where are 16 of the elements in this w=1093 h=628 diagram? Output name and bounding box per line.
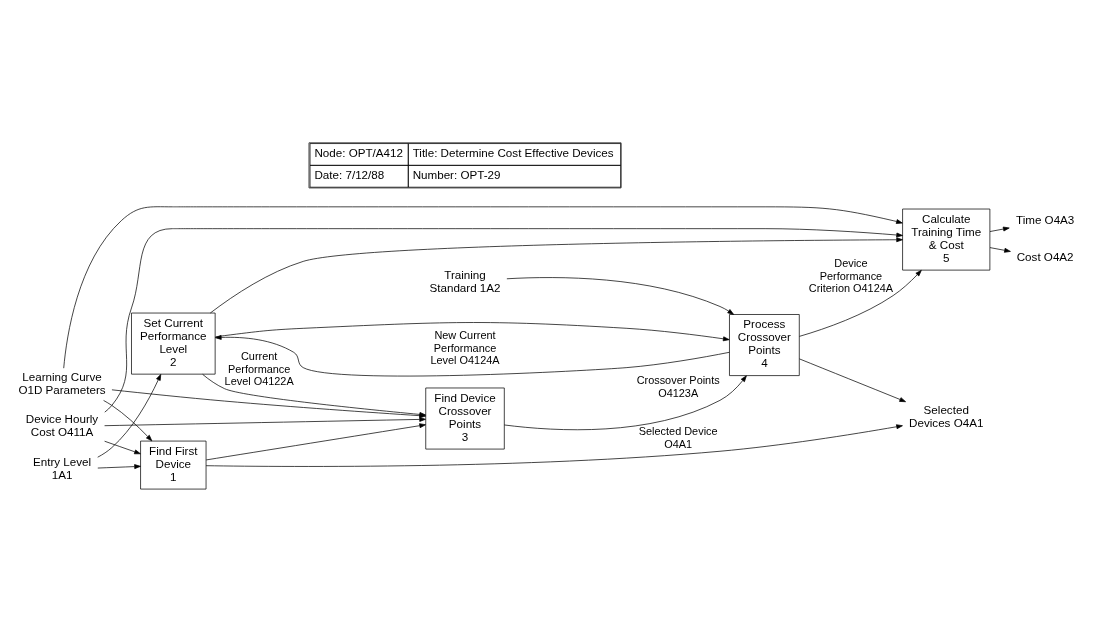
label: Node: OPT/A412 xyxy=(314,145,403,159)
label: Title: Determine Cost Effective Devices xyxy=(412,145,614,159)
edge-label: Device Performance Criterion O4124A xyxy=(808,256,894,294)
label: Date: 7/12/88 xyxy=(314,167,385,181)
node-text: Time O4A3 xyxy=(1015,212,1075,226)
edge-label: New Current Performance Level O4124A xyxy=(430,328,500,366)
edge-label: Selected Device O4A1 xyxy=(638,424,718,450)
node-text: Training Standard 1A2 xyxy=(429,267,501,294)
node-text: Selected Devices O4A1 xyxy=(909,402,984,429)
node-text: Entry Level 1A1 xyxy=(32,454,92,481)
node-text: Cost O4A2 xyxy=(1016,249,1074,263)
label: Number: OPT-29 xyxy=(412,167,501,181)
edge-label: Crossover Points O4123A xyxy=(636,373,720,399)
node-text: Learning Curve O1D Parameters xyxy=(18,369,106,396)
edge-label: Current Performance Level O4122A xyxy=(224,349,294,387)
node-text: Device Hourly Cost O411A xyxy=(25,411,99,438)
